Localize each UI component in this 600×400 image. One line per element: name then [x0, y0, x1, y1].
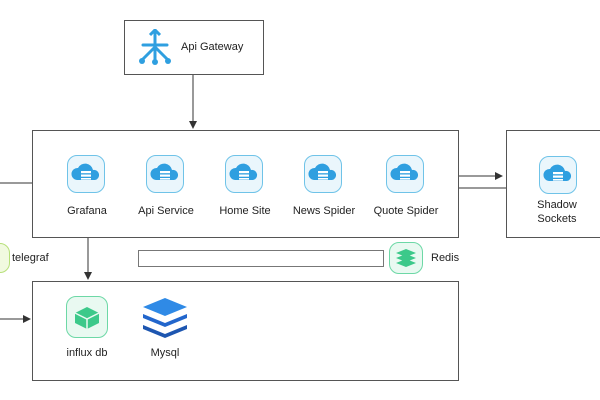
cloud-server-glyph [390, 163, 419, 180]
api-gateway-box[interactable]: Api Gateway [124, 20, 264, 75]
redis-layers-glyph [396, 249, 416, 267]
redis-label: Redis [431, 252, 460, 264]
cloud-server-glyph [308, 163, 337, 180]
telegraf-label: telegraf [12, 252, 49, 264]
cloud-server-glyph [543, 164, 572, 181]
service-label-quote-spider: Quote Spider [373, 205, 439, 217]
redis-icon [389, 242, 423, 274]
service-label-home-site: Home Site [219, 205, 271, 217]
cloud-server-icon [225, 155, 263, 193]
api-gateway-icon [139, 29, 171, 65]
cloud-server-glyph [150, 163, 179, 180]
service-label-grafana: Grafana [67, 205, 107, 217]
redis-bar[interactable] [138, 250, 384, 267]
cloud-server-icon [539, 156, 577, 194]
cloud-server-icon [146, 155, 184, 193]
cloud-server-icon [67, 155, 105, 193]
cloud-server-glyph [229, 163, 258, 180]
shadow-sockets-box[interactable]: Shadow Sockets [506, 130, 600, 238]
mysql-label: Mysql [150, 347, 180, 359]
service-label-api-service: Api Service [138, 205, 194, 217]
shadow-sockets-label-line2: Sockets [537, 213, 577, 225]
influxdb-icon [66, 296, 108, 338]
api-gateway-label: Api Gateway [181, 41, 244, 53]
cloud-server-icon [386, 155, 424, 193]
mysql-stack-icon [143, 298, 187, 338]
influxdb-label: influx db [66, 347, 108, 359]
influxdb-glyph [74, 307, 100, 329]
cloud-server-icon [304, 155, 342, 193]
cloud-server-glyph [71, 163, 100, 180]
service-label-news-spider: News Spider [292, 205, 356, 217]
shadow-sockets-label-line1: Shadow [537, 199, 577, 211]
